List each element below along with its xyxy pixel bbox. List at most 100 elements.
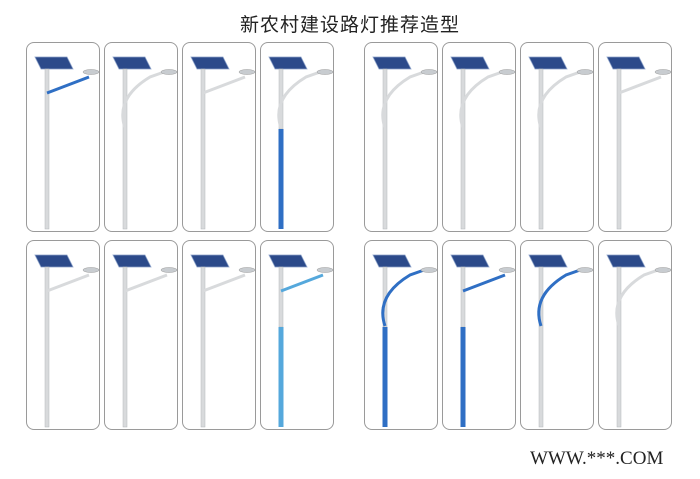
solar-panel-icon: [528, 56, 568, 70]
lamp-card: [442, 240, 516, 430]
lamp-head-icon: [316, 267, 333, 273]
solar-panel-icon: [268, 56, 308, 70]
lamp-head-icon: [576, 267, 593, 273]
lamp-head-icon: [420, 267, 437, 273]
lamp-part: [46, 273, 90, 293]
solar-panel-icon: [606, 254, 646, 268]
solar-panel-icon: [34, 56, 74, 70]
lamp-card: [182, 240, 256, 430]
lamp-part: [618, 75, 662, 95]
lamp-card: [260, 240, 334, 430]
lamp-pole: [122, 68, 128, 230]
lamp-card: [260, 42, 334, 232]
solar-panel-icon: [450, 254, 490, 268]
street-lamp-illustration: [528, 56, 593, 230]
solar-panel-icon: [190, 56, 230, 70]
street-lamp-illustration: [372, 254, 437, 427]
lamp-head-icon: [498, 69, 515, 75]
lamp-head-icon: [160, 69, 177, 75]
solar-panel-icon: [372, 56, 412, 70]
street-lamp-illustration: [268, 254, 333, 427]
lamp-part: [280, 273, 324, 293]
lamp-part: [278, 327, 284, 427]
solar-panel-icon: [268, 254, 308, 268]
lamp-part: [202, 75, 246, 95]
lamp-pole: [278, 266, 284, 328]
lamp-head-icon: [82, 69, 99, 75]
solar-panel-icon: [528, 254, 568, 268]
street-lamp-illustration: [450, 56, 515, 230]
lamp-card: [182, 42, 256, 232]
lamp-card: [364, 240, 438, 430]
lamp-card: [598, 42, 672, 232]
page-title: 新农村建设路灯推荐造型: [239, 14, 460, 36]
lamp-head-icon: [420, 69, 437, 75]
lamp-card: [442, 42, 516, 232]
street-lamp-illustration: [190, 254, 255, 428]
lamp-part: [202, 273, 246, 293]
lamp-card: [104, 240, 178, 430]
lamp-pole: [538, 266, 544, 428]
street-lamp-illustration: [112, 56, 177, 230]
lamp-head-icon: [160, 267, 177, 273]
lamp-card: [520, 240, 594, 430]
lamp-pole: [44, 266, 50, 428]
street-lamp-illustration: [450, 254, 515, 427]
lamp-pole: [616, 266, 622, 428]
lamp-part: [615, 267, 662, 327]
street-lamp-illustration: [606, 254, 671, 428]
solar-panel-icon: [606, 56, 646, 70]
solar-panel-icon: [450, 56, 490, 70]
lamp-head-icon: [654, 69, 671, 75]
lamp-head-icon: [238, 267, 255, 273]
street-lamp-illustration: [606, 56, 671, 230]
lamp-pole: [382, 68, 388, 230]
lamp-pole: [122, 266, 128, 428]
lamp-part: [460, 327, 466, 427]
lamp-part: [537, 267, 584, 327]
lamp-pole: [616, 68, 622, 230]
lamp-part: [537, 69, 584, 129]
lamp-pole: [44, 68, 50, 230]
street-lamp-illustration: [34, 254, 99, 428]
solar-panel-icon: [372, 254, 412, 268]
street-lamp-illustration: [268, 56, 333, 229]
lamp-head-icon: [498, 267, 515, 273]
watermark: WWW.***.COM: [530, 448, 664, 469]
solar-panel-icon: [34, 254, 74, 268]
lamp-head-icon: [82, 267, 99, 273]
lamp-head-icon: [654, 267, 671, 273]
lamp-part: [462, 273, 506, 293]
lamp-part: [46, 75, 90, 95]
lamp-card: [104, 42, 178, 232]
lamp-head-icon: [576, 69, 593, 75]
lamp-card: [598, 240, 672, 430]
street-lamp-illustration: [190, 56, 255, 230]
street-lamp-illustration: [34, 56, 99, 230]
lamp-pole: [200, 68, 206, 230]
lamp-pole: [538, 68, 544, 230]
street-lamp-illustration: [372, 56, 437, 230]
lamp-head-icon: [316, 69, 333, 75]
lamp-part: [277, 69, 324, 129]
solar-panel-icon: [190, 254, 230, 268]
solar-panel-icon: [112, 56, 152, 70]
solar-panel-icon: [112, 254, 152, 268]
lamp-head-icon: [238, 69, 255, 75]
lamp-part: [381, 69, 428, 129]
lamp-part: [381, 267, 428, 327]
lamp-card: [26, 42, 100, 232]
lamp-card: [26, 240, 100, 430]
lamp-pole: [460, 266, 466, 328]
lamp-part: [382, 327, 388, 427]
lamp-part: [124, 273, 168, 293]
lamp-part: [278, 129, 284, 229]
lamp-pole: [460, 68, 466, 230]
lamp-part: [459, 69, 506, 129]
lamp-card: [520, 42, 594, 232]
street-lamp-illustration: [528, 254, 593, 428]
lamp-part: [121, 69, 168, 129]
lamp-pole: [200, 266, 206, 428]
lamp-card: [364, 42, 438, 232]
